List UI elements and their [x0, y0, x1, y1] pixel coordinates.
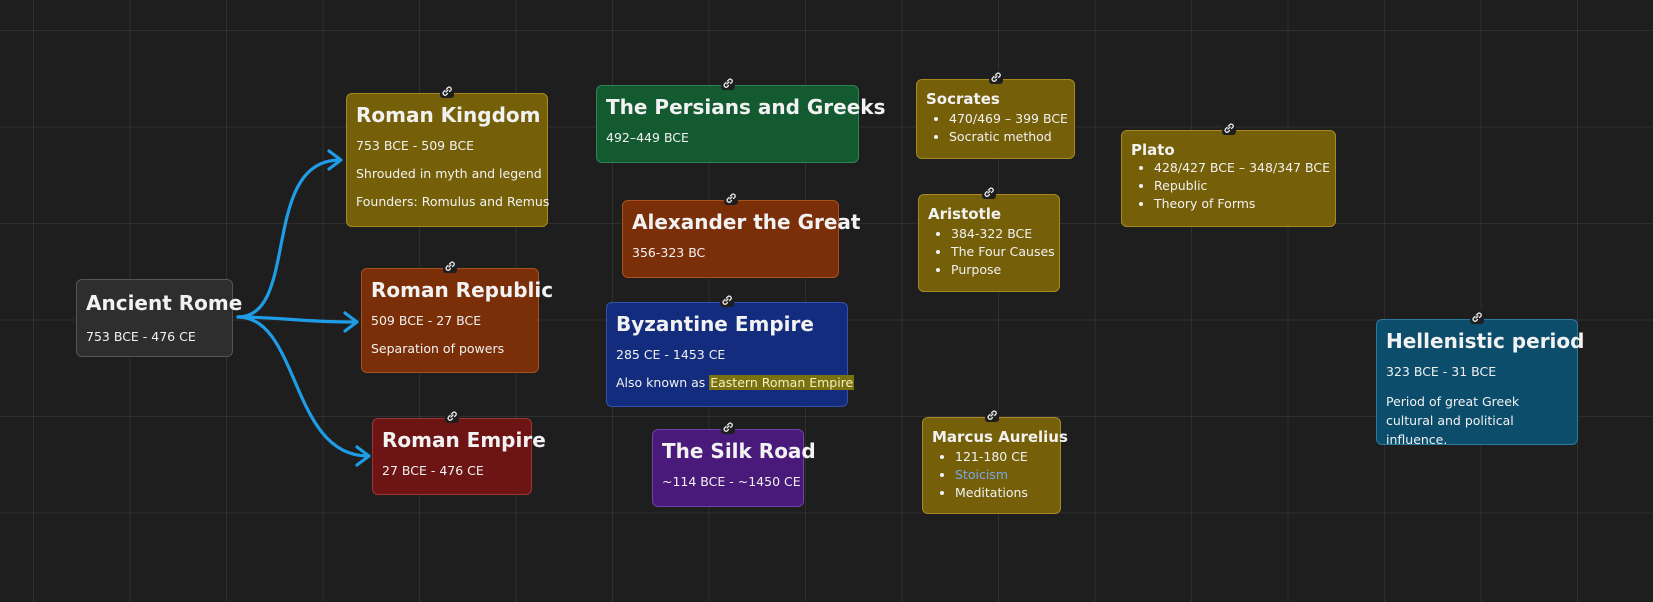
node-title: Roman Republic: [371, 278, 554, 302]
link-icon[interactable]: [721, 420, 735, 434]
link-icon[interactable]: [988, 70, 1003, 84]
link-icon[interactable]: [1221, 121, 1236, 135]
bullet-list: 428/427 BCE – 348/347 BCE Republic Theor…: [1131, 159, 1330, 213]
link-icon[interactable]: [982, 185, 996, 199]
list-item: Republic: [1154, 177, 1326, 195]
link-icon[interactable]: [720, 76, 735, 90]
list-item: Socratic method: [949, 128, 1065, 146]
node-title: Roman Empire: [382, 428, 546, 452]
arrowhead-roman-empire: [355, 445, 371, 467]
bullet-list: 384-322 BCE The Four Causes Purpose: [928, 225, 1055, 279]
link-icon[interactable]: [443, 259, 457, 273]
link-icon[interactable]: [984, 408, 999, 422]
list-item: Purpose: [951, 261, 1050, 279]
link-icon[interactable]: [720, 293, 734, 307]
node-dates: 323 BCE - 31 BCE: [1386, 364, 1497, 379]
bullet-list: 121-180 CE Stoicism Meditations: [932, 448, 1051, 502]
list-item: 470/469 – 399 BCE: [949, 110, 1068, 128]
node-title: Marcus Aurelius: [932, 428, 1068, 446]
node-hellenistic-period[interactable]: Hellenistic period 323 BCE - 31 BCE Peri…: [1376, 310, 1585, 447]
node-title: The Silk Road: [662, 439, 816, 463]
node-marcus-aurelius[interactable]: Marcus Aurelius 121-180 CE Stoicism Medi…: [922, 408, 1068, 514]
node-plato[interactable]: Plato 428/427 BCE – 348/347 BCE Republic…: [1121, 121, 1336, 227]
arrowhead-roman-kingdom: [327, 149, 343, 171]
node-title: Aristotle: [928, 205, 1002, 223]
node-text: Also known as Eastern Roman Empire: [616, 375, 855, 391]
stoicism-link[interactable]: Stoicism: [955, 467, 1008, 482]
list-item: Stoicism: [955, 466, 1051, 484]
node-alexander-the-great[interactable]: Alexander the Great 356-323 BC: [622, 191, 861, 278]
edge-ancient-rome-to-roman-empire[interactable]: [236, 315, 370, 458]
edge-ancient-rome-to-roman-kingdom[interactable]: [236, 158, 342, 319]
link-icon[interactable]: [1470, 310, 1484, 324]
node-socrates[interactable]: Socrates 470/469 – 399 BCE Socratic meth…: [916, 70, 1075, 159]
node-dates: 27 BCE - 476 CE: [382, 463, 484, 478]
link-icon[interactable]: [723, 191, 738, 205]
list-item: 121-180 CE: [955, 448, 1051, 466]
list-item: Meditations: [955, 484, 1051, 502]
bullet-list: 470/469 – 399 BCE Socratic method: [926, 110, 1068, 146]
node-title: Roman Kingdom: [356, 103, 541, 127]
node-dates: 492–449 BCE: [606, 130, 689, 145]
node-text: Separation of powers: [371, 341, 505, 356]
node-ancient-rome[interactable]: Ancient Rome 753 BCE - 476 CE: [76, 279, 243, 357]
list-item: 428/427 BCE – 348/347 BCE: [1154, 159, 1330, 177]
node-roman-kingdom[interactable]: Roman Kingdom 753 BCE - 509 BCE Shrouded…: [346, 84, 550, 227]
node-roman-empire[interactable]: Roman Empire 27 BCE - 476 CE: [372, 409, 546, 495]
link-icon[interactable]: [440, 84, 454, 98]
node-dates: 509 BCE - 27 BCE: [371, 313, 482, 328]
node-text: Shrouded in myth and legend: [356, 166, 542, 181]
list-item: Theory of Forms: [1154, 195, 1326, 213]
arrowhead-roman-republic: [343, 311, 359, 333]
node-text: Founders: Romulus and Remus: [356, 194, 550, 209]
node-title: Socrates: [926, 90, 1000, 108]
node-dates: ~114 BCE - ~1450 CE: [662, 474, 801, 489]
node-text: Period of great Greek cultural and polit…: [1386, 394, 1520, 447]
edge-ancient-rome-to-roman-republic[interactable]: [236, 315, 358, 324]
node-byzantine-empire[interactable]: Byzantine Empire 285 CE - 1453 CE Also k…: [606, 293, 855, 407]
node-title: Byzantine Empire: [616, 312, 814, 336]
list-item: The Four Causes: [951, 243, 1055, 261]
node-title: Alexander the Great: [632, 210, 861, 234]
node-aristotle[interactable]: Aristotle 384-322 BCE The Four Causes Pu…: [918, 185, 1060, 292]
node-title: Ancient Rome: [86, 291, 243, 315]
node-dates: 285 CE - 1453 CE: [616, 347, 726, 362]
node-title: The Persians and Greeks: [606, 95, 886, 119]
link-icon[interactable]: [445, 409, 459, 423]
list-item: 384-322 BCE: [951, 225, 1050, 243]
node-silk-road[interactable]: The Silk Road ~114 BCE - ~1450 CE: [652, 420, 816, 507]
node-title: Plato: [1131, 141, 1175, 159]
node-dates: 753 BCE - 509 BCE: [356, 138, 475, 153]
node-dates: 753 BCE - 476 CE: [86, 329, 196, 344]
highlighted-text: Eastern Roman Empire: [709, 375, 855, 390]
node-dates: 356-323 BC: [632, 245, 706, 260]
node-persians-greeks[interactable]: The Persians and Greeks 492–449 BCE: [596, 76, 886, 163]
node-title: Hellenistic period: [1386, 329, 1585, 353]
aka-prefix: Also known as: [616, 375, 710, 390]
node-roman-republic[interactable]: Roman Republic 509 BCE - 27 BCE Separati…: [361, 259, 554, 373]
